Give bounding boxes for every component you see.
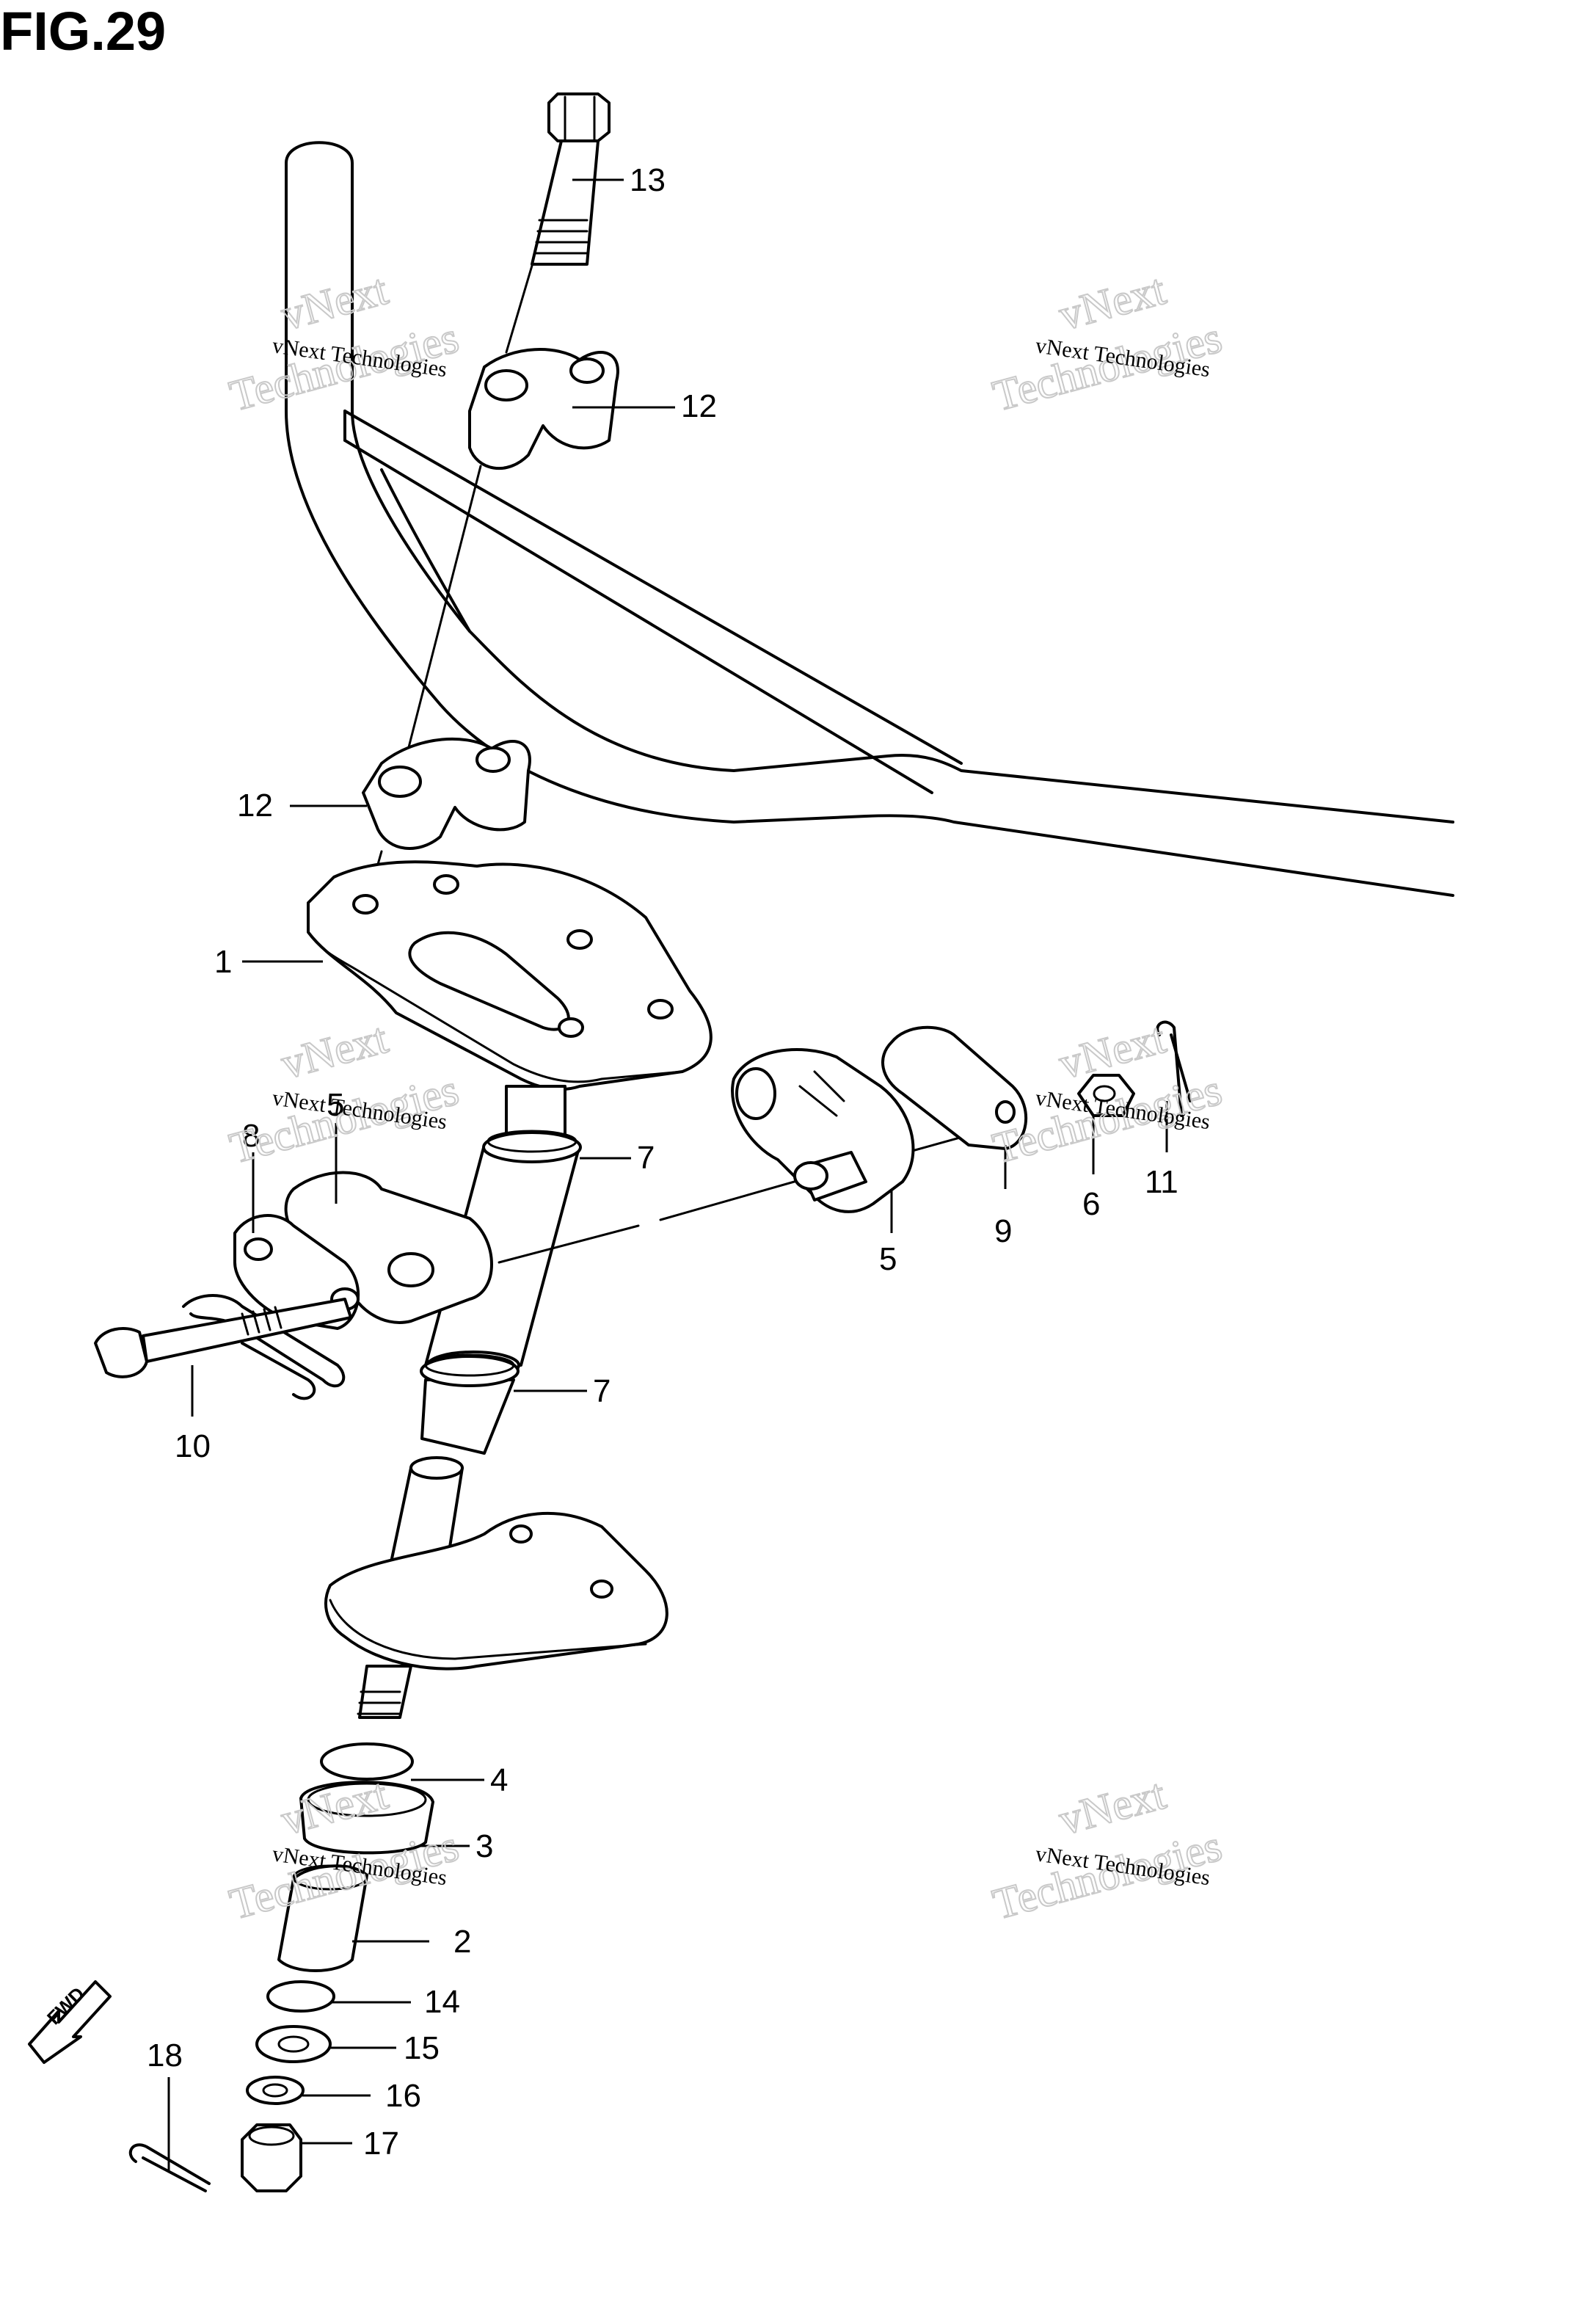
- ring-14: [266, 1980, 335, 2013]
- callout-4: 4: [490, 1762, 508, 1798]
- o-ring-4: [320, 1742, 414, 1781]
- callout-labels: 13 12 12 1 8 5 7 5 9 6 11 10 7 4 3 2 14 …: [147, 162, 1178, 2162]
- washer-16: [246, 2076, 305, 2105]
- leader-lines: [167, 178, 1168, 2173]
- fwd-arrow-icon: FWD: [28, 1980, 112, 2064]
- plate-9: [881, 1025, 1028, 1150]
- watermark-6: vNext Technologies vNext Technologies: [987, 1769, 1227, 1930]
- svg-text:vNext: vNext: [1054, 265, 1170, 340]
- bolt-10: [94, 1298, 352, 1378]
- svg-text:vNext: vNext: [1054, 1770, 1170, 1844]
- callout-7-lower: 7: [593, 1373, 611, 1409]
- callout-7-upper: 7: [637, 1140, 655, 1176]
- svg-text:vNext: vNext: [276, 1014, 393, 1088]
- svg-text:vNext: vNext: [276, 265, 393, 340]
- steering-lower-arm: [324, 1456, 668, 1719]
- shaft-holder-right: [731, 1048, 915, 1213]
- callout-2: 2: [453, 1924, 471, 1960]
- callout-8: 8: [242, 1118, 260, 1154]
- clip: [182, 1294, 346, 1400]
- shaft-holder-left: [233, 1171, 493, 1330]
- handlebar-holder-lower: [362, 737, 531, 850]
- bush-2: [277, 1864, 368, 1972]
- callout-11: 11: [1145, 1164, 1178, 1200]
- watermark-2: vNext Technologies vNext Technologies: [987, 264, 1227, 421]
- callout-1: 1: [214, 944, 232, 980]
- bolt-13: [531, 92, 611, 266]
- callout-17: 17: [363, 2126, 399, 2162]
- seal-3: [299, 1781, 434, 1855]
- callout-6: 6: [1082, 1186, 1100, 1222]
- bushing-lower: [420, 1353, 520, 1387]
- nut-6: [1077, 1074, 1135, 1117]
- bushing-upper: [482, 1130, 582, 1163]
- callout-16: 16: [385, 2078, 421, 2114]
- callout-9: 9: [994, 1213, 1012, 1249]
- nut-17: [241, 2123, 302, 2192]
- callout-15: 15: [404, 2030, 440, 2066]
- callout-12-upper: 12: [681, 388, 717, 424]
- callout-14: 14: [424, 1984, 460, 2020]
- cotter-pin-18: [128, 2143, 211, 2192]
- callout-18: 18: [147, 2037, 183, 2073]
- callout-13: 13: [630, 162, 666, 198]
- steering-plate: [307, 860, 713, 1091]
- callout-5-right: 5: [879, 1241, 897, 1277]
- cotter-pin-11: [1156, 1020, 1192, 1117]
- callout-12-lower: 12: [237, 788, 273, 824]
- callout-3: 3: [475, 1828, 493, 1864]
- callout-5-left: 5: [327, 1087, 344, 1123]
- figure-title: FIG.29: [0, 1, 166, 62]
- handlebar: [285, 141, 1454, 897]
- handlebar-holder-upper: [468, 348, 619, 470]
- watermark-1: vNext Technologies vNext Technologies: [224, 264, 464, 421]
- callout-10: 10: [175, 1428, 211, 1464]
- washer-15: [255, 2025, 332, 2063]
